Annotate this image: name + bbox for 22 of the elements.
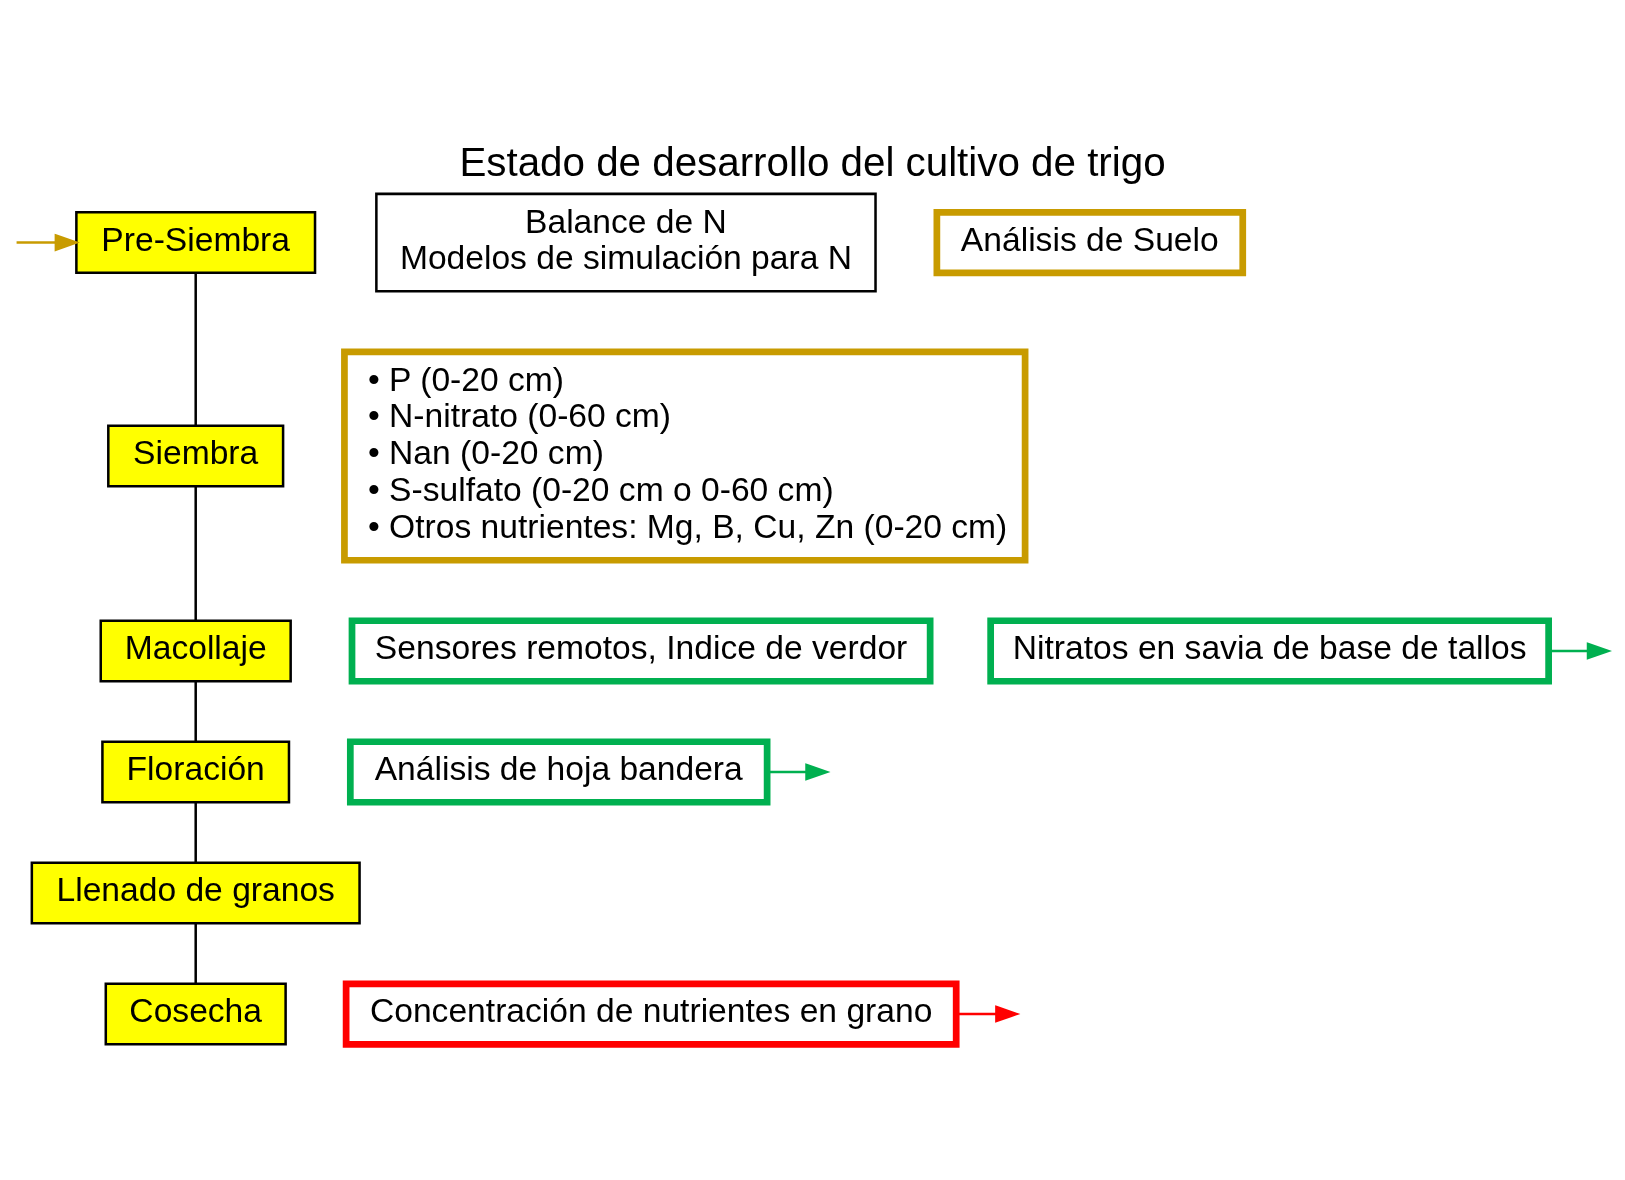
node-box: Macollaje bbox=[99, 619, 292, 682]
node-box: Concentración de nutrientes en grano bbox=[342, 979, 960, 1048]
diagram-title: Estado de desarrollo del cultivo de trigo bbox=[459, 138, 1166, 185]
node-box: Floración bbox=[101, 740, 291, 803]
node-box: Pre-Siembra bbox=[75, 210, 317, 274]
connector bbox=[194, 802, 197, 863]
connector bbox=[194, 272, 197, 425]
connector bbox=[194, 923, 197, 984]
arrow bbox=[767, 762, 831, 781]
connector bbox=[194, 486, 197, 621]
connector bbox=[194, 681, 197, 742]
node-box: Cosecha bbox=[104, 982, 287, 1046]
node-box: Análisis de Suelo bbox=[933, 208, 1247, 276]
node-box: Sensores remotos, Indice de verdor bbox=[348, 616, 934, 685]
node-box: • P (0-20 cm) • N-nitrato (0-60 cm) • Nan (0-20 cm) • S-sulfato (0-20 cm o 0-60 cm) • Otros nutrientes: Mg, B, Cu, Zn (0-20 cm) bbox=[341, 348, 1029, 564]
node-box: Siembra bbox=[107, 424, 285, 488]
node-box: Análisis de hoja bandera bbox=[346, 737, 771, 806]
arrow bbox=[16, 233, 80, 251]
arrow bbox=[956, 1004, 1021, 1023]
node-box: Nitratos en savia de base de tallos bbox=[987, 616, 1552, 685]
node-box: Balance de N Modelos de simulación para N bbox=[375, 192, 877, 293]
node-box: Llenado de granos bbox=[30, 861, 361, 925]
